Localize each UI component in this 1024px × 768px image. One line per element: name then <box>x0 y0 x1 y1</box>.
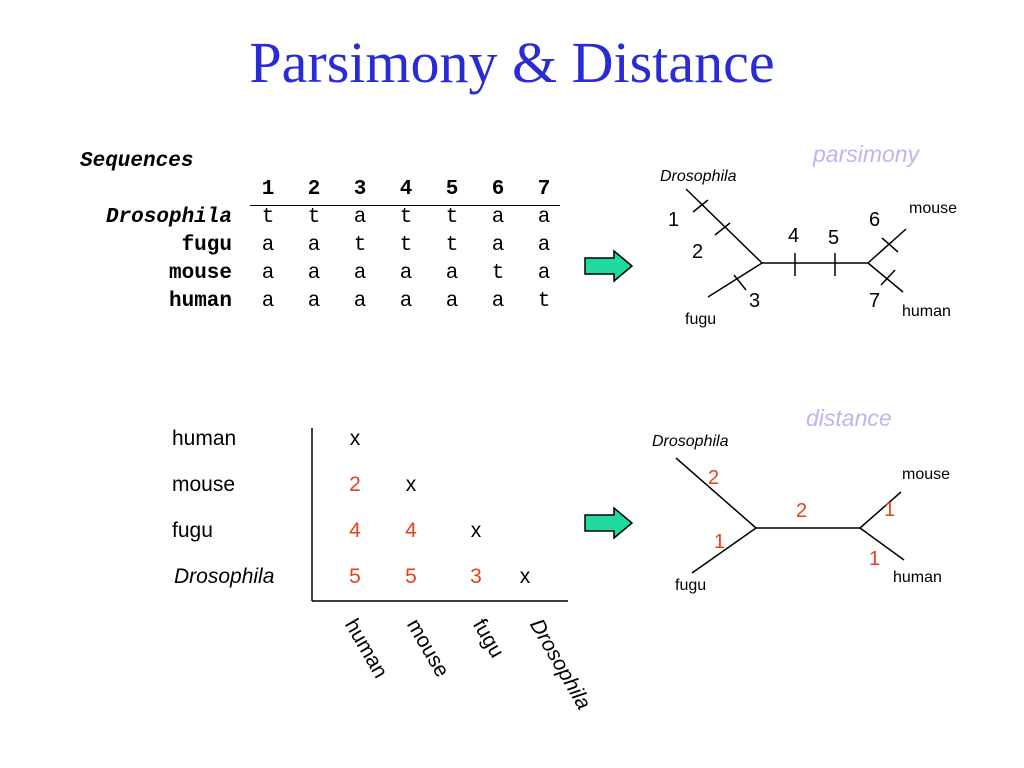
matrix-diagonal: x <box>470 519 482 542</box>
tree-branch <box>867 228 907 264</box>
base: a <box>307 290 321 313</box>
taxon-label: human <box>902 303 951 320</box>
base: a <box>537 206 551 229</box>
tree-branch <box>685 188 763 264</box>
taxon-label: fugu <box>685 311 717 328</box>
position-number: 5 <box>445 178 459 201</box>
distance-tree <box>675 457 905 574</box>
matrix-distance: 5 <box>405 565 417 588</box>
taxon-label: Drosophila <box>660 168 737 185</box>
base: t <box>307 206 321 229</box>
matrix-distance: 4 <box>349 519 361 542</box>
sequences-heading: Sequences <box>80 150 194 173</box>
taxon-label: mouse <box>909 200 958 217</box>
change-tick <box>733 274 747 291</box>
change-tick <box>714 222 731 236</box>
base: a <box>445 290 459 313</box>
matrix-diagonal: x <box>349 427 361 450</box>
sequence-name: fugu <box>181 234 232 257</box>
taxon-label: mouse <box>902 466 951 483</box>
matrix-diagonal: x <box>519 565 531 588</box>
base: t <box>445 206 459 229</box>
base: a <box>399 262 413 285</box>
matrix-distance: 2 <box>349 473 361 496</box>
base: a <box>491 206 505 229</box>
branch-length: 2 <box>708 467 720 489</box>
base: a <box>261 234 275 257</box>
slide-title: Parsimony & Distance <box>249 30 775 95</box>
branch-length: 1 <box>869 548 881 570</box>
parsimony-caption: parsimony <box>813 141 920 167</box>
sequence-name: human <box>168 290 232 313</box>
branch-length: 2 <box>796 500 808 522</box>
base: a <box>261 262 275 285</box>
change-tick <box>692 199 709 213</box>
base: t <box>445 234 459 257</box>
taxon-label: human <box>893 569 942 586</box>
base: a <box>491 234 505 257</box>
base: a <box>307 234 321 257</box>
taxon-label: Drosophila <box>652 433 729 450</box>
change-number: 1 <box>668 209 680 231</box>
change-number: 5 <box>828 227 840 249</box>
matrix-row-label: human <box>172 427 237 450</box>
tree-branch <box>859 527 905 561</box>
position-number: 3 <box>353 178 367 201</box>
distance-caption: distance <box>806 405 892 431</box>
base: t <box>491 262 505 285</box>
matrix-diagonal: x <box>405 473 417 496</box>
position-number: 7 <box>537 178 551 201</box>
base: a <box>353 262 367 285</box>
base: a <box>537 234 551 257</box>
matrix-row-label: mouse <box>172 473 236 496</box>
tree-branch <box>867 262 904 293</box>
base: t <box>353 234 367 257</box>
header-rule <box>250 205 560 206</box>
matrix-row-label: fugu <box>172 519 213 542</box>
sequence-name: mouse <box>168 262 232 285</box>
right-arrow-icon <box>584 506 634 540</box>
base: a <box>445 262 459 285</box>
base: t <box>399 206 413 229</box>
change-number: 7 <box>869 290 881 312</box>
position-number: 1 <box>261 178 275 201</box>
sequence-name: Drosophila <box>105 206 232 229</box>
change-tick <box>880 269 896 286</box>
taxon-label: fugu <box>675 577 707 594</box>
tree-branch <box>707 262 763 298</box>
base: t <box>537 290 551 313</box>
right-arrow-icon <box>584 249 634 283</box>
position-number: 6 <box>491 178 505 201</box>
base: a <box>491 290 505 313</box>
branch-length: 1 <box>884 499 896 521</box>
position-number: 2 <box>307 178 321 201</box>
branch-length: 1 <box>714 531 726 553</box>
change-number: 2 <box>692 241 704 263</box>
base: a <box>399 290 413 313</box>
base: t <box>399 234 413 257</box>
tree-branch <box>859 491 902 529</box>
change-number: 3 <box>749 290 761 312</box>
change-tick <box>881 237 899 253</box>
matrix-distance: 4 <box>405 519 417 542</box>
tree-branch <box>691 527 757 574</box>
tree-branch <box>675 457 757 529</box>
matrix-distance: 3 <box>470 565 482 588</box>
change-number: 6 <box>869 209 881 231</box>
base: t <box>261 206 275 229</box>
base: a <box>353 290 367 313</box>
base: a <box>537 262 551 285</box>
base: a <box>353 206 367 229</box>
base: a <box>307 262 321 285</box>
base: a <box>261 290 275 313</box>
change-number: 4 <box>788 225 800 247</box>
matrix-distance: 5 <box>349 565 361 588</box>
matrix-row-label: Drosophila <box>174 565 275 588</box>
position-number: 4 <box>399 178 413 201</box>
parsimony-tree <box>685 188 907 298</box>
